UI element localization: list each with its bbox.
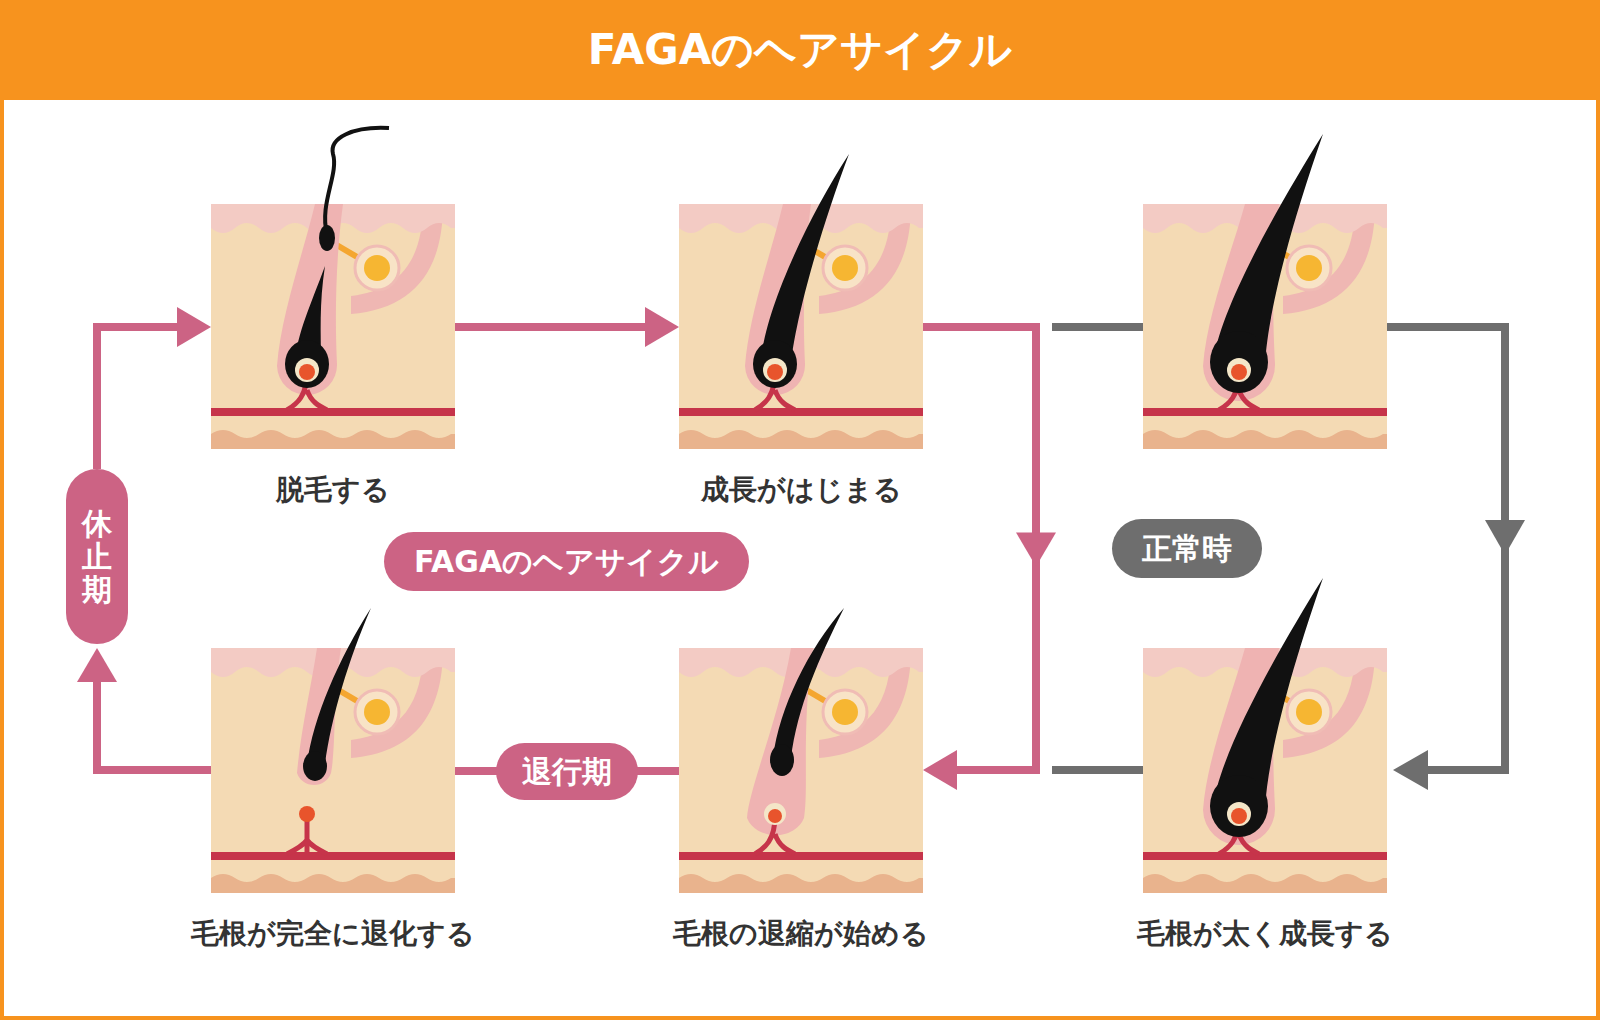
hair-follicle-illustration [679, 648, 923, 893]
connector-line [97, 676, 211, 770]
stage-caption: 成長がはじまる [619, 472, 983, 507]
normal-cycle-line [1387, 327, 1505, 770]
hair-follicle-illustration [1143, 648, 1387, 893]
stage-panel: 成長がはじまる [679, 204, 923, 507]
normal-cycle-line [1052, 766, 1143, 774]
arrow-head [77, 648, 117, 682]
cycle-connector [455, 307, 679, 347]
connector-line [455, 323, 651, 331]
hair-follicle-illustration [211, 648, 455, 893]
stage-caption: 毛根が太く成長する [1083, 916, 1447, 951]
arrow-head [923, 750, 957, 790]
pill-text: FAGAのヘアサイクル [414, 542, 719, 581]
hair-stage [287, 608, 371, 854]
arrow-head [177, 307, 211, 347]
hair-stage [1203, 578, 1323, 854]
arrow-head [1016, 533, 1056, 567]
stage-panel: 毛根の退縮が始める [679, 648, 923, 951]
arrow-head [1393, 750, 1428, 790]
cycle-connector [97, 307, 211, 469]
stage-caption: 毛根が完全に退化する [151, 916, 515, 951]
pill-text: 休止期 [82, 507, 112, 606]
phase-pill: FAGAのヘアサイクル [384, 532, 749, 591]
normal-cycle-line [1052, 323, 1143, 331]
stage-panel: 毛根が完全に退化する [211, 648, 455, 951]
title: FAGAのヘアサイクル [0, 0, 1600, 100]
phase-pill-vertical: 休止期 [66, 469, 128, 644]
hair-stage [277, 128, 389, 410]
pill-text: 正常時 [1142, 529, 1232, 568]
arrow-head [645, 307, 679, 347]
hair-stage [747, 608, 844, 854]
phase-pill: 正常時 [1112, 519, 1262, 578]
stage-caption: 毛根の退縮が始める [619, 916, 983, 951]
hair-follicle-illustration [679, 204, 923, 449]
stage-panel: 毛根が太く成長する [1143, 648, 1387, 951]
hair-stage [745, 154, 849, 410]
hair-follicle-illustration [211, 204, 455, 449]
connector-line [97, 327, 183, 469]
arrow-head [1485, 520, 1525, 555]
edge-label-pill: 退行期 [496, 743, 638, 800]
stage-caption: 脱毛する [151, 472, 515, 507]
normal-hair [1203, 134, 1323, 410]
cycle-connector [77, 648, 211, 770]
hair-follicle-illustration [1143, 204, 1387, 449]
stage-panel: 脱毛する [211, 204, 455, 507]
cycle-connector [923, 327, 1056, 790]
connector-line [923, 327, 1036, 770]
